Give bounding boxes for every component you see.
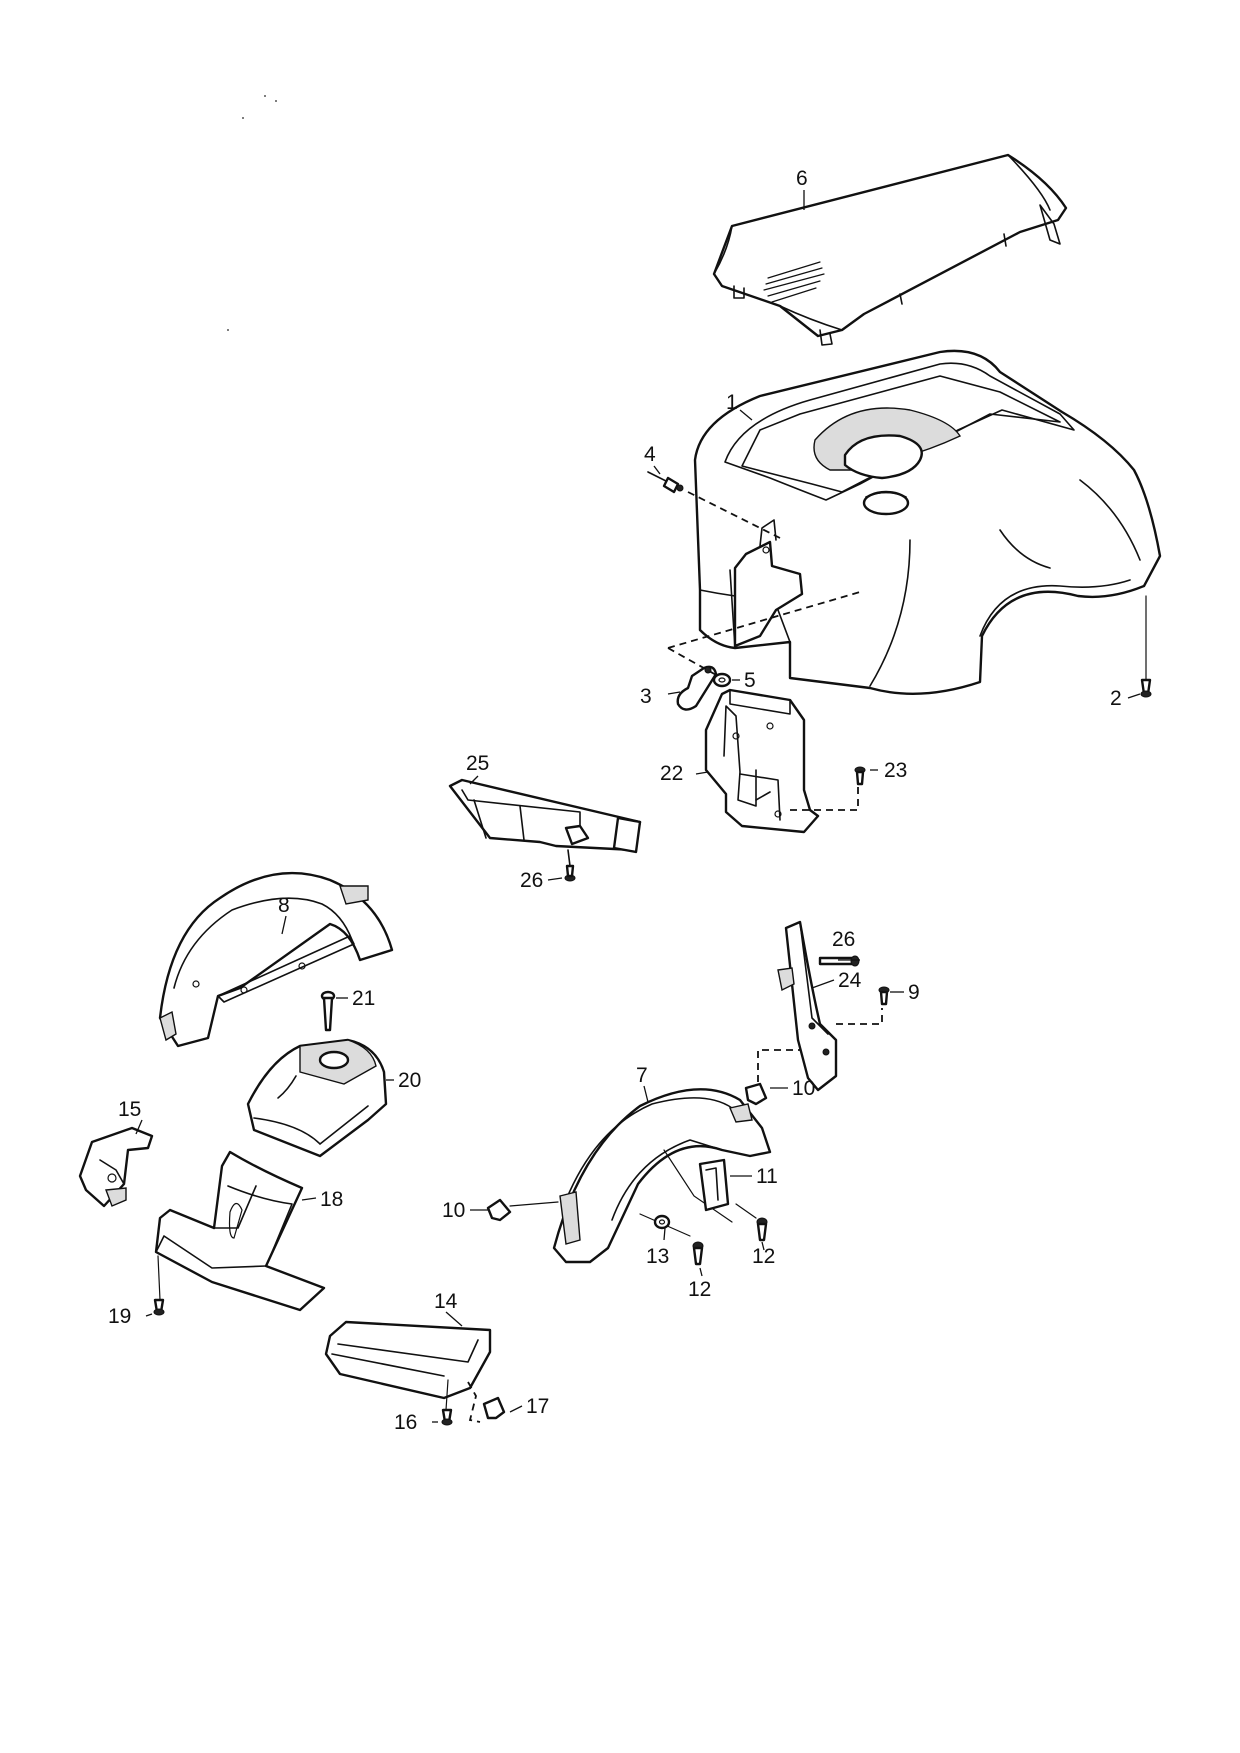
callout-15: 15	[118, 1098, 141, 1121]
part-24-bracket-bar[interactable]	[777, 920, 883, 1092]
callout-5: 5	[744, 669, 756, 692]
vent-slots	[763, 261, 825, 303]
callout-24: 24	[838, 969, 862, 992]
part-22-cover-box[interactable]	[704, 688, 859, 834]
part-17-clip-nut[interactable]	[467, 1381, 506, 1423]
part-19-screw[interactable]	[153, 1255, 165, 1316]
callout-10-upper: 10	[792, 1077, 815, 1100]
callout-11: 11	[756, 1165, 778, 1188]
callout-26-left: 26	[520, 869, 543, 892]
callout-12-right: 12	[752, 1245, 775, 1268]
part-11-plate[interactable]	[698, 1158, 730, 1212]
callout-26-right: 26	[832, 928, 855, 951]
part-2-screw[interactable]	[1140, 595, 1152, 698]
part-5-washer[interactable]	[712, 672, 732, 688]
part-23-screw[interactable]	[854, 766, 866, 786]
part-25-side-plate[interactable]	[448, 778, 642, 882]
part-7-fender[interactable]	[552, 1088, 772, 1264]
part-8-fender[interactable]	[158, 871, 394, 1048]
callout-18: 18	[320, 1188, 343, 1211]
callout-19: 19	[108, 1305, 131, 1328]
callout-25: 25	[466, 752, 489, 775]
callout-8: 8	[278, 894, 290, 917]
callout-1: 1	[726, 391, 738, 414]
part-9-screw[interactable]	[878, 986, 890, 1006]
callout-12-lower: 12	[688, 1278, 711, 1301]
part-4-bolt[interactable]	[647, 471, 781, 539]
part-26-bolt-upper[interactable]	[818, 955, 860, 967]
part-10-clip-nut-lower[interactable]	[486, 1198, 559, 1222]
part-10-clip-nut-upper[interactable]	[744, 1049, 808, 1106]
part-18-foot-plate[interactable]	[154, 1150, 326, 1312]
part-12-bolt[interactable]	[735, 1203, 768, 1242]
part-15-bracket[interactable]	[78, 1126, 154, 1208]
callout-10-lower: 10	[442, 1199, 465, 1222]
callout-4: 4	[644, 443, 656, 466]
callout-23: 23	[884, 759, 907, 782]
part-16-screw[interactable]	[441, 1379, 453, 1426]
part-6-top-cover[interactable]	[712, 153, 1068, 346]
callout-21: 21	[352, 987, 375, 1010]
part-1-hood-body[interactable]	[693, 349, 1162, 695]
callout-3: 3	[640, 685, 652, 708]
part-13-washer[interactable]	[653, 1214, 671, 1230]
part-20-console-cover[interactable]	[246, 1038, 388, 1158]
part-21-bolt[interactable]	[320, 990, 336, 1032]
callout-9: 9	[908, 981, 920, 1004]
callout-labels: 6 1 4 3 5 2 22 23 25 26 8 21 20 15 18 19…	[108, 167, 1122, 1434]
scan-specks	[227, 95, 277, 331]
callout-7: 7	[636, 1064, 648, 1087]
callout-2: 2	[1110, 687, 1122, 710]
callout-17: 17	[526, 1395, 549, 1418]
callout-leaders	[135, 190, 1141, 1423]
part-14-step-plate[interactable]	[324, 1320, 492, 1400]
callout-13: 13	[646, 1245, 669, 1268]
callout-22: 22	[660, 762, 683, 785]
callout-16: 16	[394, 1411, 417, 1434]
part-3-latch[interactable]	[667, 591, 861, 711]
callout-20: 20	[398, 1069, 421, 1092]
callout-6: 6	[796, 167, 808, 190]
callout-14: 14	[434, 1290, 458, 1313]
